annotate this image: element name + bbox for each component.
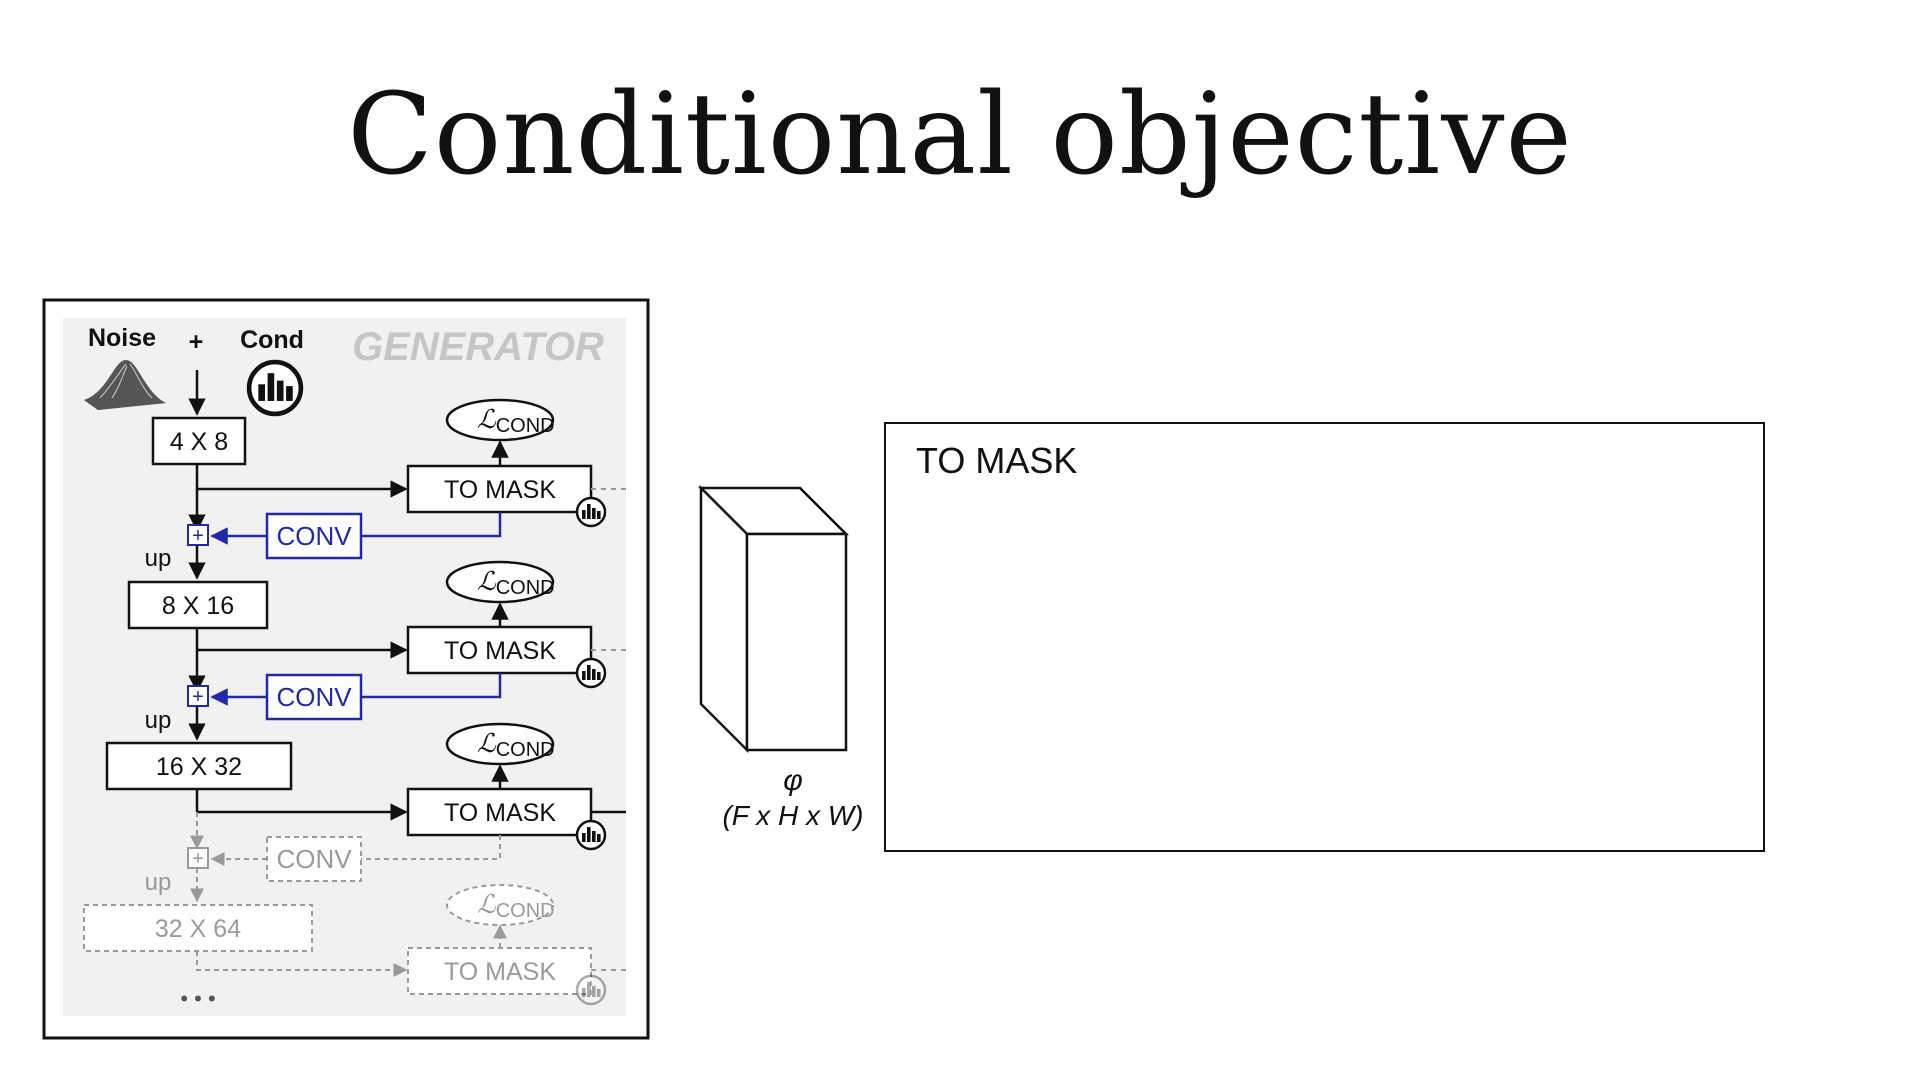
generator-label: GENERATOR <box>352 325 604 369</box>
block-4x8 <box>151 416 247 466</box>
block-16x32 <box>105 741 293 791</box>
ellipsis: • • • <box>180 986 215 1011</box>
svg-text:+: + <box>192 686 204 708</box>
feature-tensor-cube <box>697 484 850 754</box>
histogram-icon <box>575 819 607 851</box>
loss-cond-2 <box>445 560 555 604</box>
up-label-1: up <box>145 545 172 572</box>
to-mask-label-1: TO MASK <box>444 476 556 504</box>
noise-label: Noise <box>88 324 156 352</box>
svg-text:ℒCOND: ℒCOND <box>477 728 555 761</box>
feature-dims: (F x H x W) <box>722 800 863 831</box>
svg-text:ℒCOND: ℒCOND <box>477 404 555 437</box>
generator-panel: GENERATOR Noise + Cond 4 X 8 TO MASK ℒCO… <box>42 298 650 1040</box>
loss-cond-1 <box>445 398 555 442</box>
block-16x32-label: 16 X 32 <box>156 753 242 781</box>
to-mask-block-3 <box>406 787 593 837</box>
phi-symbol: φ <box>783 764 803 797</box>
block-8x16 <box>127 580 269 630</box>
conv-label-1: CONV <box>276 521 352 551</box>
conv-block-2 <box>265 673 363 721</box>
svg-text:ℒCOND: ℒCOND <box>477 889 555 922</box>
plus-sign: + <box>189 328 204 356</box>
histogram-icon <box>575 974 607 1006</box>
loss-cond-3 <box>445 722 555 766</box>
block-32x64-label: 32 X 64 <box>155 915 241 943</box>
conv-label-2: CONV <box>276 682 352 712</box>
block-8x16-label: 8 X 16 <box>162 592 234 620</box>
up-label-3: up <box>145 869 172 896</box>
to-mask-label-4: TO MASK <box>444 958 556 986</box>
to-mask-detail-label: TO MASK <box>916 440 1077 481</box>
loss-cond-4 <box>446 884 554 926</box>
svg-text:+: + <box>192 525 204 547</box>
histogram-icon <box>575 657 607 689</box>
conv-label-3: CONV <box>276 844 352 874</box>
slide-title: Conditional objective <box>347 70 1573 200</box>
histogram-icon <box>575 496 607 528</box>
block-4x8-label: 4 X 8 <box>170 428 228 456</box>
svg-text:+: + <box>192 848 204 870</box>
gaussian-noise-icon <box>84 360 166 410</box>
svg-text:ℒCOND: ℒCOND <box>477 566 555 599</box>
to-mask-label-2: TO MASK <box>444 637 556 665</box>
conv-block-3 <box>266 836 362 882</box>
to-mask-block-2 <box>406 625 593 675</box>
up-label-2: up <box>145 707 172 734</box>
cond-label: Cond <box>240 326 304 354</box>
condition-histogram-icon <box>249 362 301 414</box>
to-mask-label-3: TO MASK <box>444 799 556 827</box>
to-mask-block-1 <box>406 464 593 514</box>
to-mask-detail-box <box>884 422 1765 852</box>
